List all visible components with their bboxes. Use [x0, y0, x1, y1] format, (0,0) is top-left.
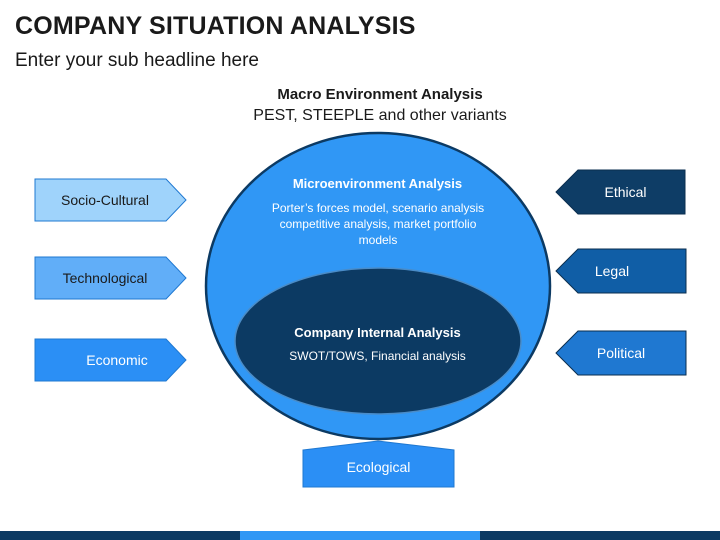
political-label: Political — [596, 344, 646, 361]
slide-title: COMPANY SITUATION ANALYSIS — [15, 12, 416, 40]
footer-bar-light — [240, 531, 480, 540]
macro-subtitle: PEST, STEEPLE and other variants — [253, 107, 507, 124]
socio-cultural-arrow — [34, 178, 187, 222]
macro-title: Macro Environment Analysis — [277, 86, 483, 103]
socio-cultural-label: Socio-Cultural — [61, 191, 149, 208]
ethical-label: Ethical — [604, 183, 647, 200]
ecological-arrow — [302, 440, 455, 488]
political-arrow — [555, 330, 687, 376]
slide-subtitle: Enter your sub headline here — [15, 50, 259, 71]
technological-arrow — [34, 256, 187, 300]
economic-arrow — [34, 338, 187, 382]
ethical-arrow — [555, 169, 686, 215]
internal-body: SWOT/TOWS, Financial analysis — [289, 349, 466, 363]
economic-label: Economic — [86, 351, 148, 368]
internal-title: Company Internal Analysis — [294, 325, 461, 340]
internal-ellipse — [234, 267, 522, 415]
technological-label: Technological — [62, 269, 148, 286]
micro-body: Porter’s forces model, scenario analysis… — [271, 201, 485, 248]
ecological-label: Ecological — [346, 458, 411, 475]
legal-arrow — [555, 248, 687, 294]
micro-title: Microenvironment Analysis — [292, 176, 463, 191]
legal-label: Legal — [594, 262, 630, 279]
